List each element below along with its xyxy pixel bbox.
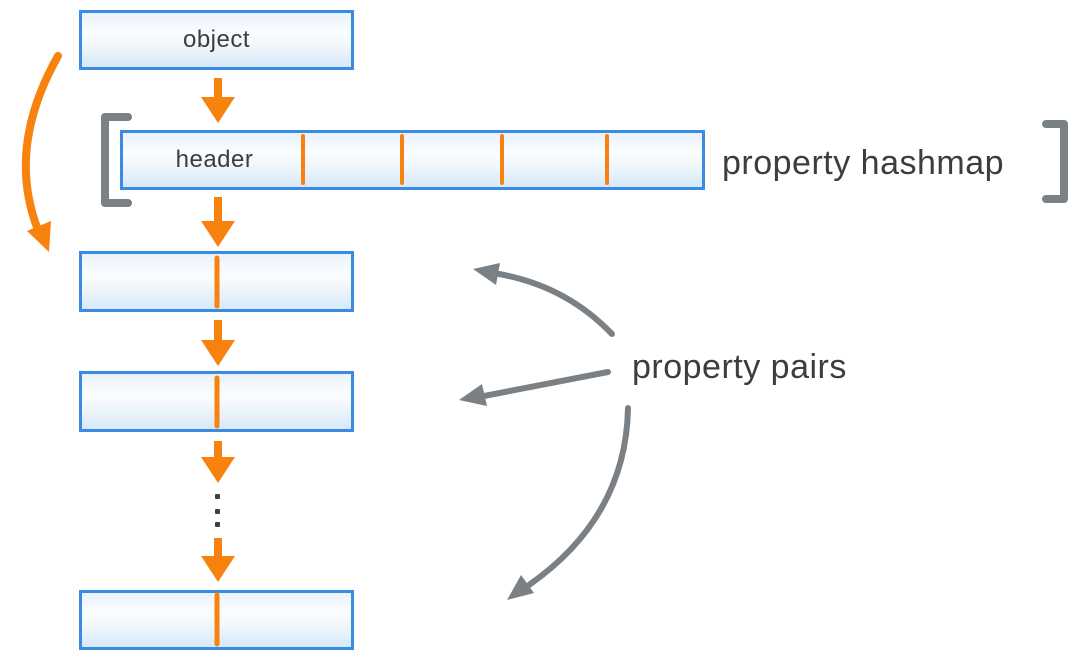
pointer-arrow-top <box>473 263 615 337</box>
object-box-label: object <box>182 26 251 53</box>
flow-arrow-ellipsis-to-pair-3 <box>201 538 235 582</box>
pointer-arrow-bottom <box>507 405 631 600</box>
property-pair-box-2 <box>79 371 354 432</box>
curved-arrow-object-to-pair <box>21 52 62 252</box>
flow-arrow-pair-2-to-ellipsis <box>201 441 235 483</box>
object-box: object <box>79 10 354 70</box>
flow-arrow-object-to-header <box>201 78 235 123</box>
pointer-arrow-middle <box>459 369 611 406</box>
bracket-right <box>1042 120 1068 203</box>
property-pair-box-3 <box>79 590 354 650</box>
hashmap-header-box: header <box>120 130 705 190</box>
flow-arrow-pair-1-to-pair-2 <box>201 320 235 366</box>
ellipsis-dots <box>215 494 220 527</box>
flow-arrow-header-to-pair-1 <box>201 197 235 247</box>
hashmap-header-cell: header <box>123 133 306 187</box>
property-hashmap-label: property hashmap <box>722 144 1005 182</box>
property-pairs-label: property pairs <box>632 348 847 386</box>
property-pair-box-1 <box>79 251 354 312</box>
hashmap-header-label: header <box>175 146 254 173</box>
